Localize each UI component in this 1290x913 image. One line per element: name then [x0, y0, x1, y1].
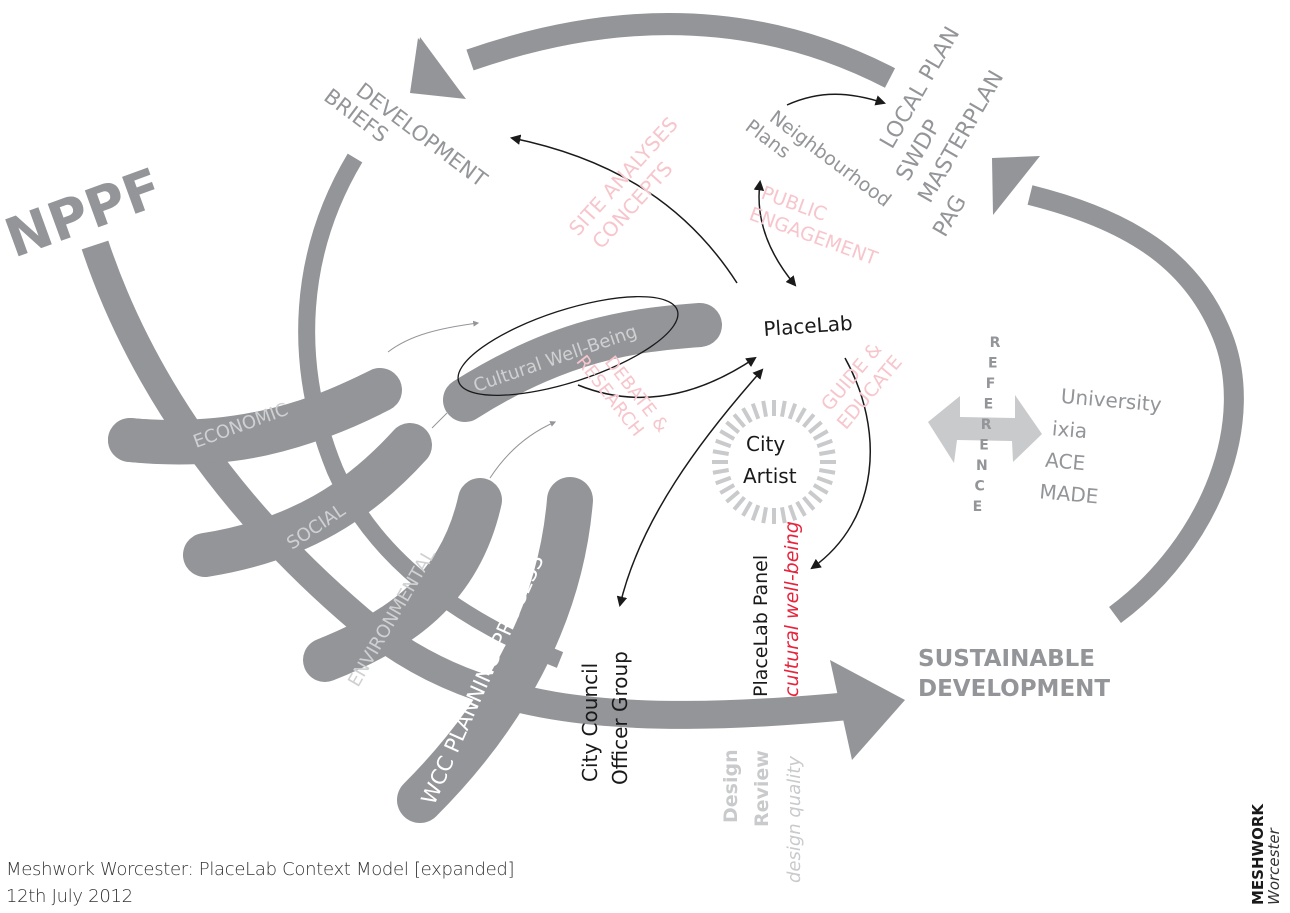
guide-educate-label: GUIDE & EDUCATE — [817, 338, 907, 433]
sunburst-ray — [807, 420, 823, 434]
environmental-connector — [489, 421, 557, 479]
reference-double-arrow — [928, 395, 1042, 463]
reference-letter: E — [979, 438, 989, 454]
sunburst-ray — [761, 400, 768, 418]
development-briefs-curve — [298, 153, 564, 668]
design-quality-label: design quality — [784, 756, 805, 883]
brand-mark: MESHWORK Worcester — [1249, 803, 1283, 905]
social-band — [183, 423, 432, 577]
caption-date: 12th July 2012 — [6, 886, 133, 907]
sunburst-ray — [741, 407, 753, 424]
site-analyses-label: SITE ANALYSES CONCEPTS — [564, 112, 683, 253]
sunburst-ray — [802, 413, 816, 429]
city-council-arrow — [616, 368, 764, 608]
footer-caption: Meshwork Worcester: PlaceLab Context Mod… — [6, 856, 515, 910]
reference-letter: E — [988, 356, 998, 372]
sunburst-ray — [712, 449, 730, 456]
sunburst-ray — [780, 506, 787, 524]
sustainable-development-arrow-head — [830, 660, 905, 760]
neighbourhood-to-localplan-arrow — [786, 93, 886, 106]
reference-letter: E — [973, 499, 983, 515]
sunburst-ray — [725, 420, 741, 434]
right-flow-arrow-head — [992, 156, 1040, 215]
partner-university: University — [1060, 384, 1163, 417]
city-artist-line-1: City — [746, 432, 785, 456]
sunburst-ray — [812, 429, 829, 441]
top-flow-arrow-shaft — [466, 13, 896, 88]
sunburst-ray — [715, 438, 732, 449]
partner-ace: ACE — [1044, 448, 1086, 475]
guide-educate-arrow — [810, 357, 871, 570]
brand-place: Worcester — [1265, 828, 1283, 905]
sunburst-ray — [780, 400, 787, 418]
sunburst-ray — [719, 429, 736, 441]
sunburst-ray — [795, 500, 807, 517]
cultural-wellbeing-italic: cultural well-being — [781, 521, 803, 697]
public-engagement-arrow — [753, 179, 797, 287]
partner-ixia: ixia — [1051, 416, 1088, 443]
placelab-panel-label: PlaceLab Panel — [750, 555, 772, 697]
sunburst-ray — [812, 483, 829, 495]
placelab-to-dev-briefs-arrow — [509, 134, 738, 284]
sunburst-ray — [725, 490, 741, 504]
city-council-line-2: Officer Group — [608, 651, 632, 785]
sunburst-ray — [818, 449, 836, 456]
sunburst-ray — [802, 495, 816, 511]
wcc-band — [397, 477, 593, 823]
sunburst-ray — [816, 438, 833, 449]
right-flow-arrow-shaft — [1027, 185, 1244, 624]
sunburst-ray — [807, 490, 823, 504]
cultural-well-being-ellipse — [457, 296, 679, 396]
sunburst-ray — [818, 468, 836, 475]
sunburst-ray — [732, 413, 746, 429]
reference-letter: R — [981, 417, 992, 433]
sunburst-ray — [816, 475, 833, 486]
city-artist-sunburst — [712, 400, 836, 524]
economic-to-cultural-connector — [387, 320, 480, 353]
sunburst-ray — [750, 504, 761, 521]
environmental-band — [303, 478, 502, 682]
sunburst-ray — [787, 403, 798, 420]
sunburst-ray — [750, 403, 761, 420]
brand-name: MESHWORK — [1249, 803, 1267, 905]
partner-made: MADE — [1039, 479, 1100, 508]
sustainable-development-line-1: SUSTAINABLE — [918, 646, 1095, 672]
sunburst-ray — [741, 500, 753, 517]
design-review-line-1: Design — [720, 749, 742, 823]
economic-band-2 — [108, 373, 392, 464]
sustainable-development-line-2: DEVELOPMENT — [918, 676, 1110, 702]
reference-letter: E — [984, 397, 994, 413]
placelab-label: PlaceLab — [763, 311, 854, 341]
reference-letter: C — [974, 479, 984, 495]
reference-letter: R — [990, 335, 1001, 351]
social-to-cultural-connector — [431, 412, 448, 429]
city-artist-line-2: Artist — [743, 464, 797, 488]
sunburst-ray — [715, 475, 732, 486]
sunburst-ray — [761, 506, 768, 524]
reference-letter: N — [976, 458, 988, 474]
sunburst-ray — [787, 504, 798, 521]
sunburst-ray — [719, 483, 736, 495]
reference-letter: F — [986, 376, 996, 392]
top-flow-arrow-head-main — [410, 38, 466, 99]
sunburst-ray — [795, 407, 807, 424]
caption-title: Meshwork Worcester: PlaceLab Context Mod… — [6, 859, 515, 880]
design-review-line-2: Review — [751, 750, 773, 827]
partners-list: University ixia ACE MADE — [1039, 384, 1163, 509]
sunburst-ray — [712, 468, 730, 475]
city-council-line-1: City Council — [578, 663, 602, 782]
sunburst-ray — [732, 495, 746, 511]
